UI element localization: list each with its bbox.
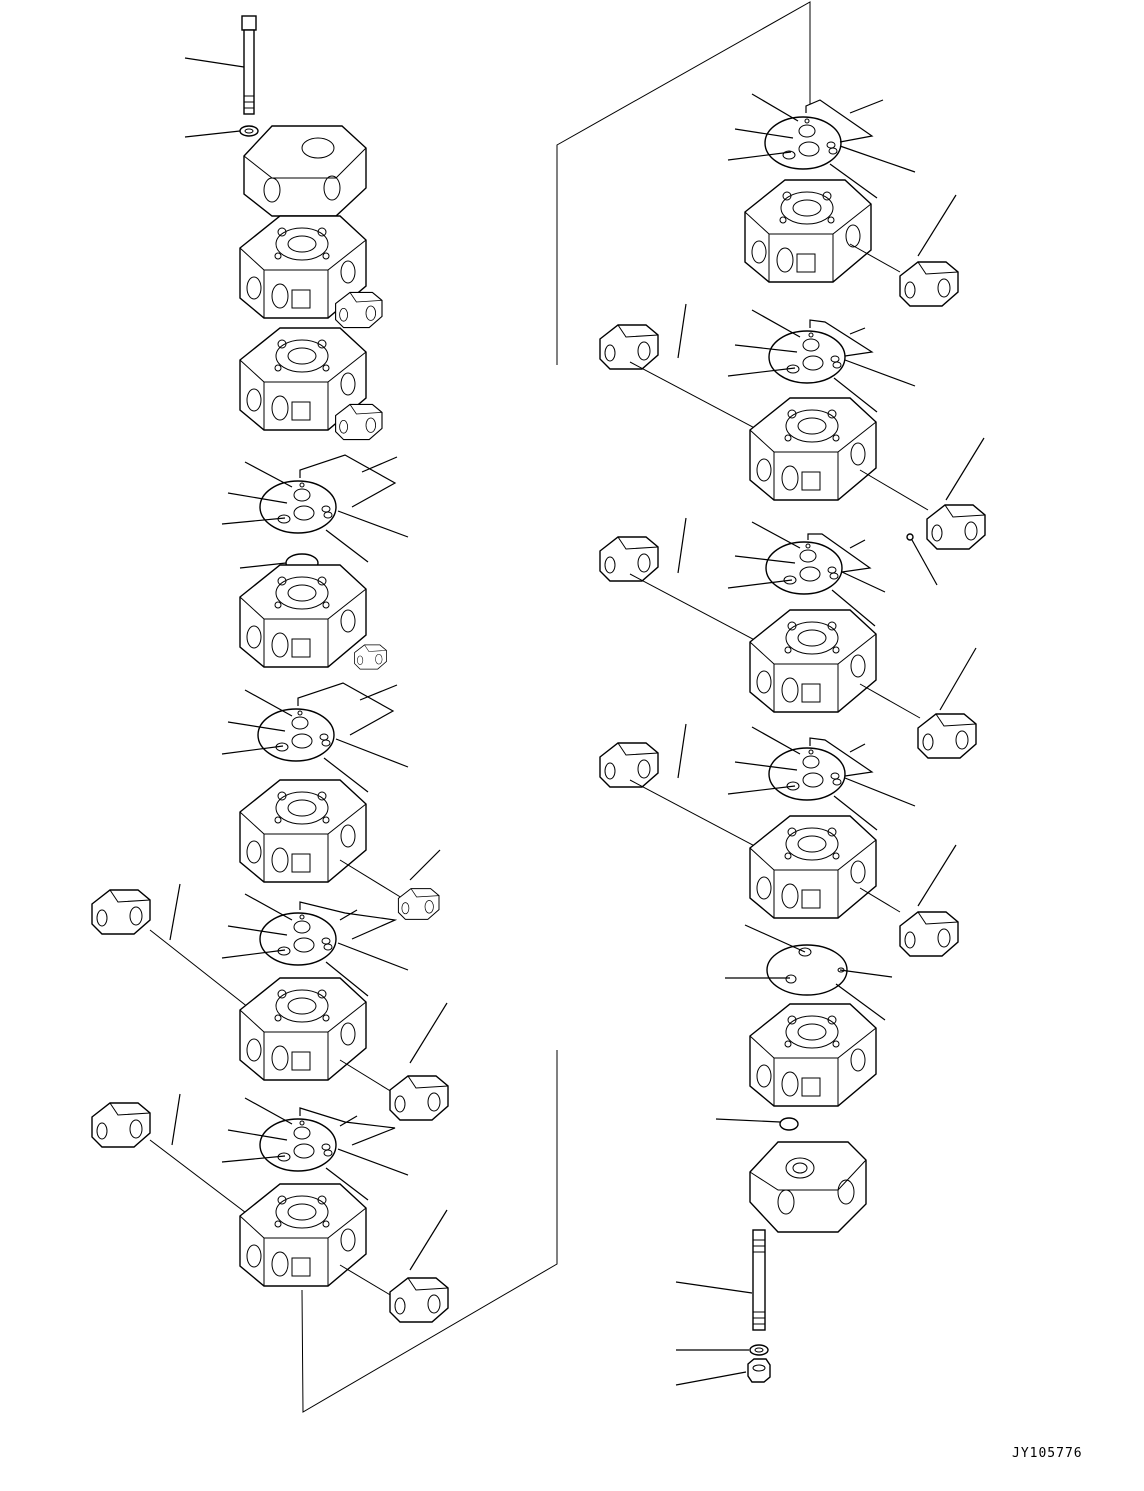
leader-line (184, 57, 245, 68)
side-valve (599, 536, 659, 582)
connection-line (629, 779, 767, 853)
valve-section (749, 1003, 877, 1107)
side-valve (599, 742, 659, 788)
valve-section (744, 179, 872, 283)
leader-lines (221, 893, 409, 997)
plug (779, 1117, 799, 1131)
connection-line (339, 859, 403, 899)
leader-lines (221, 454, 409, 563)
side-valve (91, 889, 151, 935)
connection-line (149, 1139, 259, 1223)
end-cover (749, 1141, 867, 1233)
gasket-plate (766, 944, 848, 996)
tie-bolt (241, 15, 257, 115)
valve-section (749, 815, 877, 919)
leader-line (169, 883, 181, 941)
leader-line (917, 194, 957, 257)
small-plug (906, 533, 914, 541)
leader-line (911, 539, 938, 586)
end-cover (243, 125, 367, 217)
figure-reference-code: JY105776 (1012, 1446, 1083, 1461)
valve-section (239, 564, 387, 670)
leader-line (945, 437, 985, 501)
leader-lines (727, 93, 916, 199)
leader-lines (221, 1097, 409, 1201)
leader-line (677, 303, 687, 359)
gasket-plate (768, 747, 846, 801)
valve-section (749, 397, 877, 501)
leader-line (715, 1118, 781, 1123)
connection-line (859, 683, 921, 719)
washer (749, 1344, 769, 1356)
connection-line (859, 469, 929, 511)
leader-lines (727, 521, 886, 627)
gasket-plate (259, 912, 337, 966)
connection-line (339, 1264, 393, 1297)
leader-line (917, 844, 957, 907)
leader-line (239, 562, 287, 569)
leader-line (184, 130, 241, 138)
side-valve (926, 504, 986, 550)
gasket-plate (257, 708, 335, 762)
leader-line (677, 517, 687, 574)
leader-line (675, 1371, 747, 1386)
gasket-plate (259, 1118, 337, 1172)
nut (747, 1358, 771, 1383)
side-valve (389, 1075, 449, 1121)
leader-line (409, 1209, 448, 1271)
leader-lines (725, 924, 893, 1021)
connection-line (149, 929, 259, 1016)
side-valve (899, 911, 959, 957)
connection-line (629, 573, 767, 647)
side-valve (397, 888, 440, 920)
side-valve (917, 713, 977, 759)
leader-line (171, 1093, 181, 1146)
side-valve (599, 324, 659, 370)
side-valve (91, 1102, 151, 1148)
stack-link-line (556, 1, 811, 365)
stud-bolt (752, 1229, 766, 1331)
valve-section (239, 1183, 367, 1287)
washer (239, 125, 259, 137)
valve-section (239, 215, 383, 329)
gasket-plate (768, 330, 846, 384)
leader-line (409, 849, 441, 881)
connection-line (339, 1059, 393, 1093)
gasket-plate (259, 480, 337, 534)
side-valve (389, 1277, 449, 1323)
gasket-plate (764, 116, 842, 170)
leader-line (677, 723, 687, 779)
leader-line (675, 1281, 753, 1294)
leader-line (939, 647, 977, 711)
connection-line (859, 887, 901, 913)
valve-section (239, 779, 367, 883)
leader-line (409, 1002, 448, 1064)
leader-lines (727, 309, 916, 413)
stack-link-line (301, 1050, 558, 1413)
valve-section (239, 327, 383, 441)
connection-line (849, 243, 901, 273)
gasket-plate (765, 541, 843, 595)
valve-section (749, 609, 877, 713)
leader-lines (727, 726, 916, 831)
side-valve (899, 261, 959, 307)
connection-line (629, 361, 767, 435)
leader-lines (221, 682, 409, 793)
